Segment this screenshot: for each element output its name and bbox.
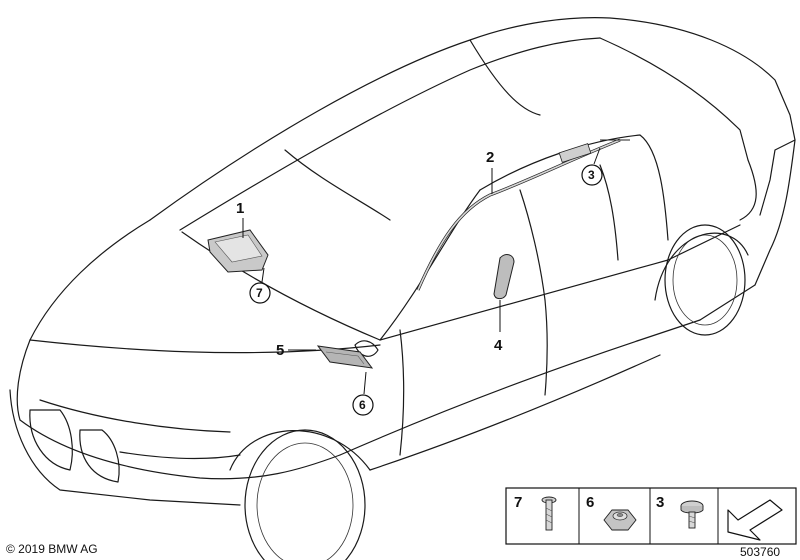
callout-4: 4: [494, 300, 503, 354]
part-2-curtain-airbag[interactable]: [416, 138, 630, 291]
hardware-legend: 7 6 3: [505, 487, 797, 545]
part-4-side-airbag[interactable]: [493, 254, 515, 300]
screw-icon: [680, 500, 704, 529]
callout-7: 7: [249, 267, 271, 304]
legend-item-3-label: 3: [656, 494, 664, 511]
copyright-text: © 2019 BMW AG: [6, 542, 98, 556]
direction-arrow-icon: [727, 499, 783, 541]
svg-text:3: 3: [588, 168, 595, 182]
legend-item-7-label: 7: [514, 494, 522, 511]
svg-text:2: 2: [486, 149, 494, 166]
svg-text:6: 6: [359, 398, 366, 412]
svg-text:5: 5: [276, 342, 284, 359]
callout-3: 3: [581, 147, 603, 186]
svg-text:7: 7: [256, 286, 263, 300]
callout-1: 1: [236, 200, 244, 238]
nut-icon: [603, 509, 637, 531]
car-body-outline: [9, 17, 796, 560]
callout-5: 5: [276, 342, 316, 359]
part-1-passenger-airbag[interactable]: [207, 229, 269, 273]
legend-item-6-label: 6: [586, 494, 594, 511]
diagram-number: 503760: [740, 545, 780, 559]
part-5-knee-airbag[interactable]: [316, 345, 374, 369]
callout-6: 6: [352, 371, 374, 416]
bolt-icon: [541, 496, 557, 531]
callout-2: 2: [486, 149, 494, 194]
svg-text:1: 1: [236, 200, 244, 217]
svg-text:4: 4: [494, 337, 503, 354]
